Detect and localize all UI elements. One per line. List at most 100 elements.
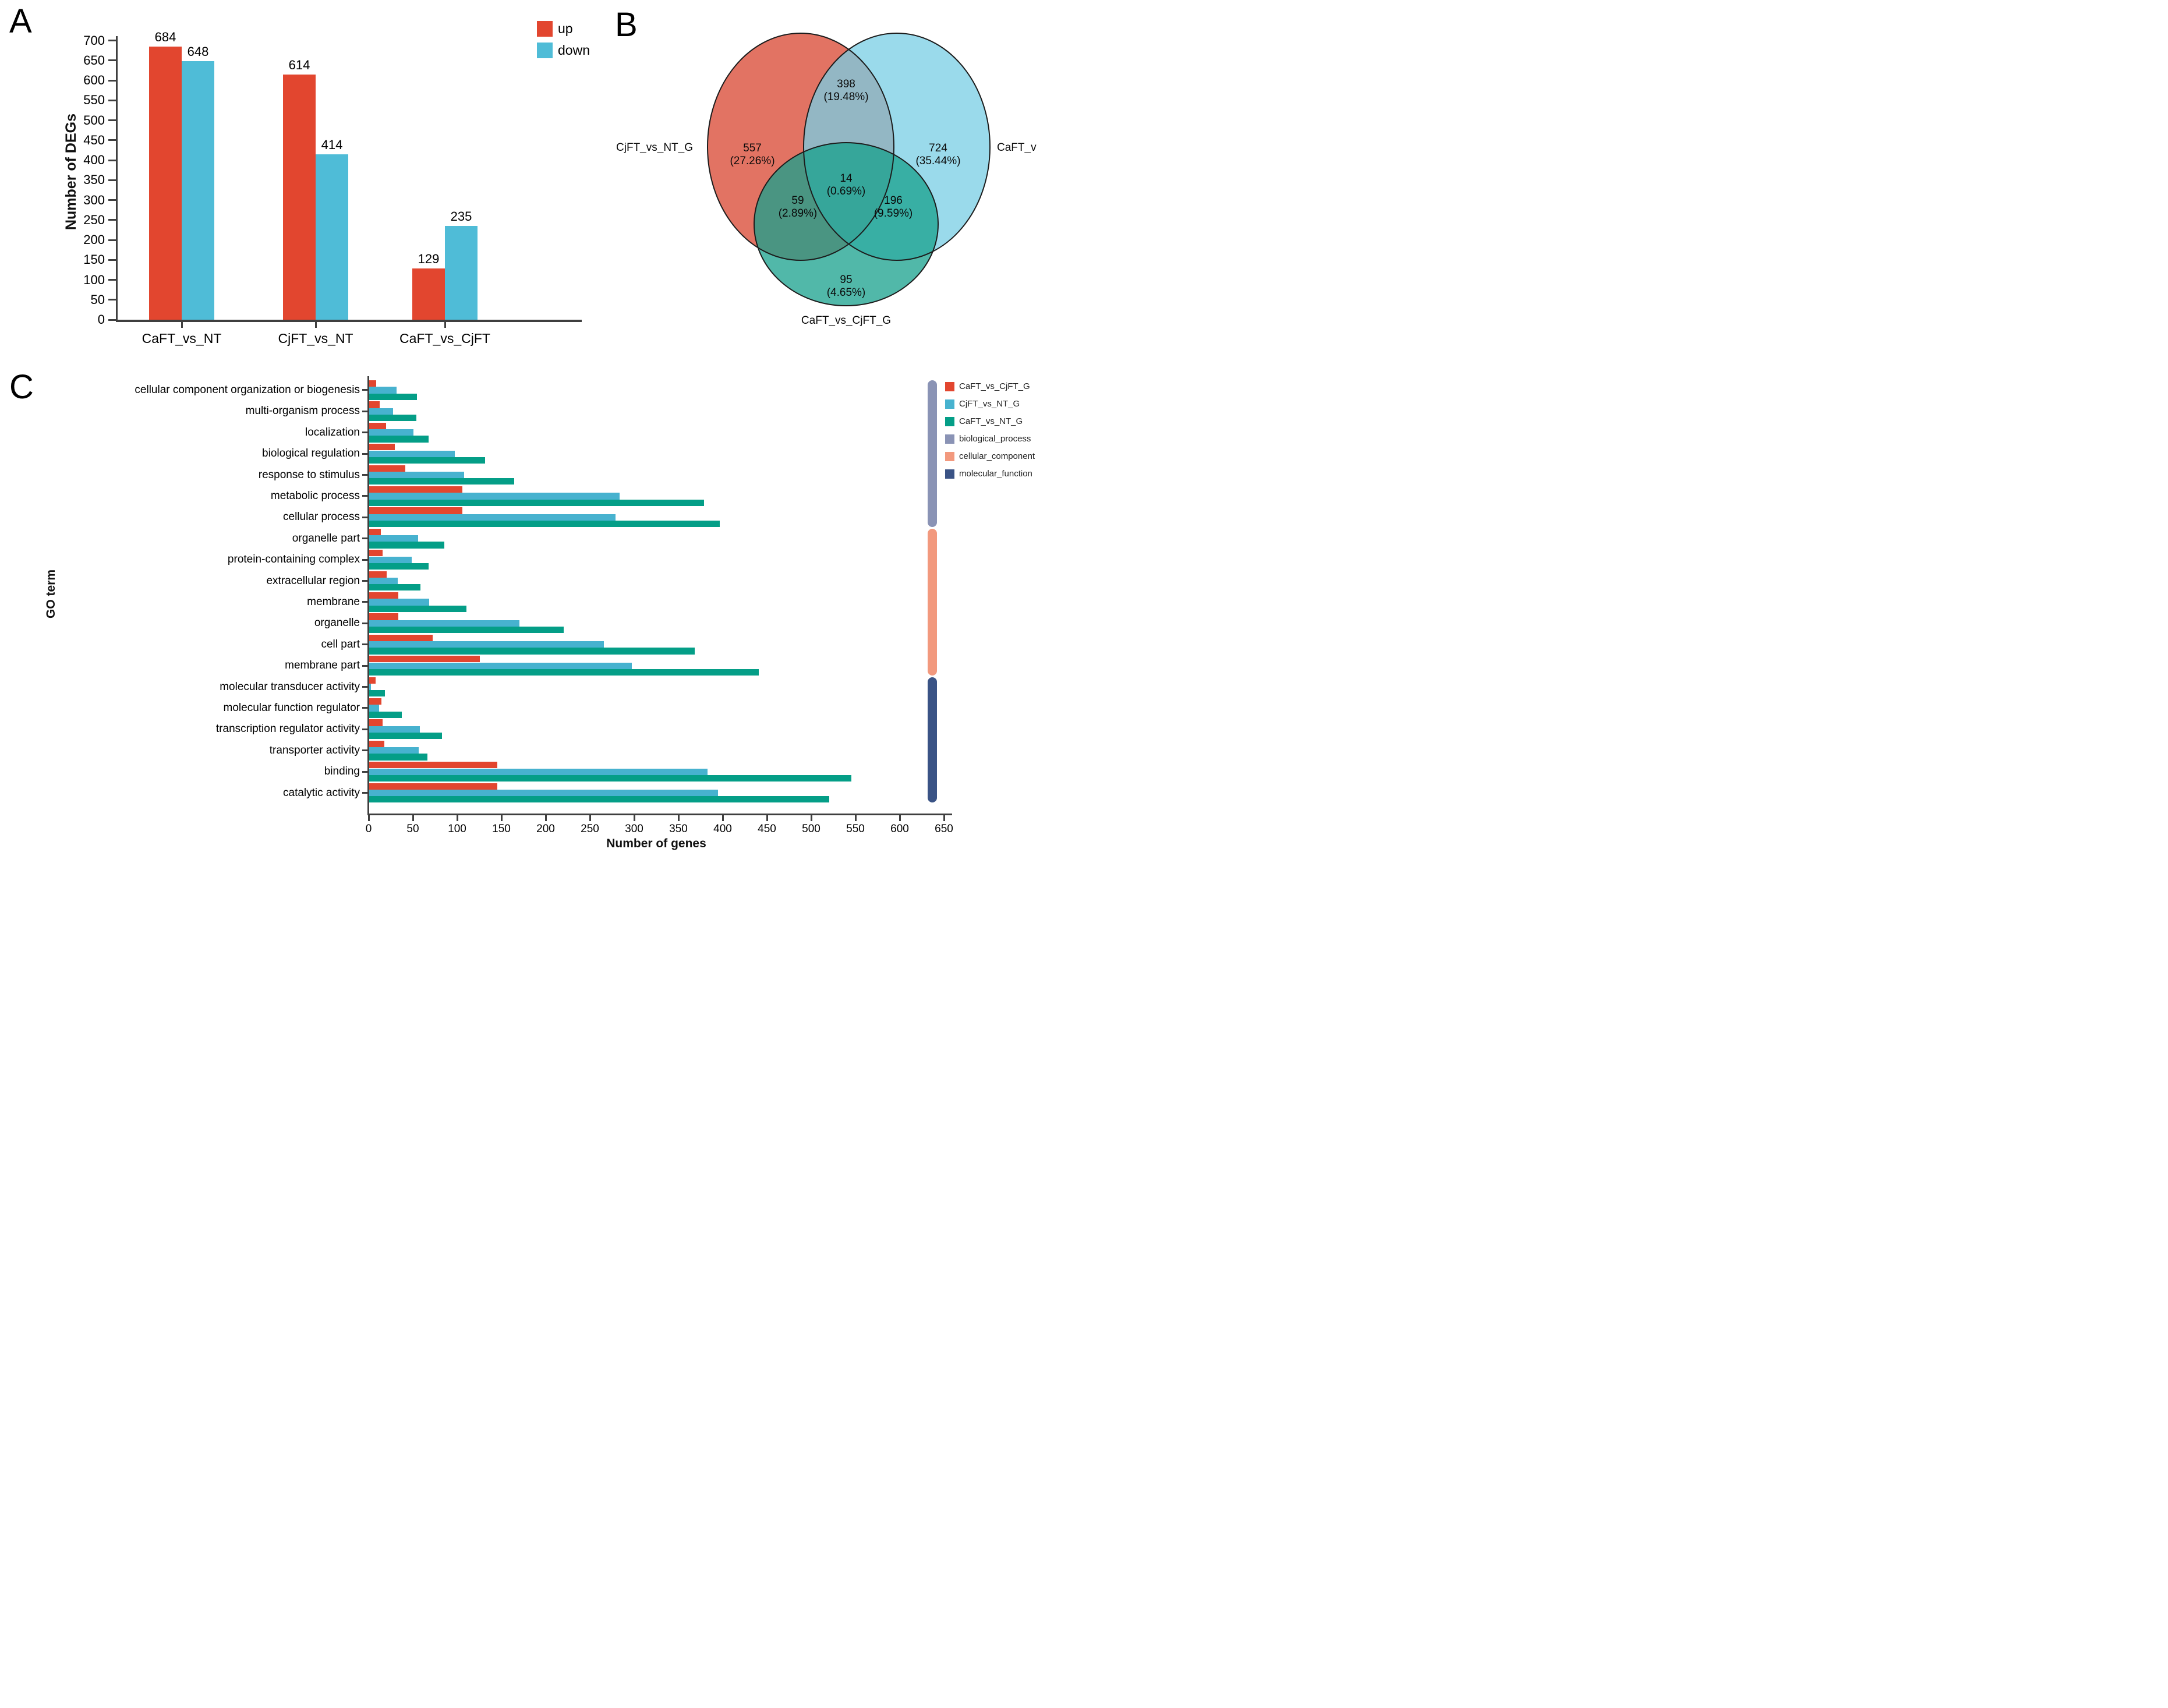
panel-c-bar-CjFT_vs_NT_G [369, 429, 413, 436]
panel-c-go-term-label: response to stimulus [258, 468, 360, 481]
panel-c-bar-CaFT_vs_CjFT_G [369, 783, 498, 790]
venn-set-labels: CjFT_vs_NT_G CaFT_vs_NT_G CaFT_vs_CjFT_G [616, 142, 1037, 327]
panel-c-category-bar-molecular_function [928, 677, 937, 802]
panel-a-y-tick-label: 600 [83, 73, 105, 87]
panel-c-go-term-label: transcription regulator activity [215, 723, 360, 735]
panel-c-legend-swatch [945, 382, 954, 391]
panel-c-y-axis-line [367, 376, 369, 814]
venn-set-label-bottom: CaFT_vs_CjFT_G [801, 314, 891, 327]
panel-c-bar-CaFT_vs_NT_G [369, 584, 421, 591]
panel-a-y-tick-label: 400 [83, 153, 105, 167]
panel-c-bar-CjFT_vs_NT_G [369, 556, 412, 563]
panel-c-bar-CaFT_vs_NT_G [369, 415, 416, 422]
panel-c-legend-swatch [945, 452, 954, 461]
panel-c-bar-CaFT_vs_NT_G [369, 563, 429, 570]
panel-c-legend-label: molecular_function [959, 469, 1032, 479]
panel-c-y-tick [362, 792, 367, 794]
panel-c-bar-CaFT_vs_NT_G [369, 754, 428, 761]
panel-c-bar-CaFT_vs_CjFT_G [369, 401, 380, 408]
panel-a-x-tick-label: CaFT_vs_CjFT [399, 331, 490, 346]
panel-c-bar-CaFT_vs_NT_G [369, 605, 467, 612]
panel-c-legend-label: biological_process [959, 434, 1031, 444]
panel-c-bar-CjFT_vs_NT_G [369, 493, 620, 500]
panel-c-bar-CjFT_vs_NT_G [369, 683, 372, 691]
panel-a-y-tick-label: 250 [83, 212, 105, 227]
panel-a-y-axis-line [116, 36, 118, 320]
panel-a-y-tick [108, 239, 116, 241]
venn-percent-center: (0.69%) [827, 185, 866, 197]
panel-c-y-tick [362, 389, 367, 391]
panel-c-bar-CaFT_vs_CjFT_G [369, 762, 498, 769]
venn-circles [707, 33, 991, 306]
panel-c-go-term-label: organelle [314, 617, 360, 630]
panel-c-x-tick-label: 550 [846, 823, 865, 835]
panel-c-bar-CaFT_vs_NT_G [369, 711, 402, 718]
panel-b-label: B [615, 6, 638, 44]
venn-set-label-right: CaFT_vs_NT_G [997, 142, 1037, 154]
panel-c-x-axis-line [367, 814, 952, 815]
panel-c-bar-CaFT_vs_CjFT_G [369, 719, 383, 726]
panel-a-x-tick-label: CaFT_vs_NT [142, 331, 222, 346]
panel-c-bar-CaFT_vs_NT_G [369, 669, 759, 676]
panel-a-y-tick [108, 199, 116, 201]
panel-c-y-tick [362, 452, 367, 455]
panel-c-y-tick [362, 643, 367, 646]
panel-a-bar-down [445, 226, 478, 320]
panel-c-x-tick-label: 400 [713, 823, 732, 835]
panel-c-bar-CaFT_vs_CjFT_G [369, 592, 399, 599]
panel-c-bar-CaFT_vs_NT_G [369, 796, 830, 803]
panel-c-bar-CjFT_vs_NT_G [369, 705, 379, 712]
panel-c-x-tick-label: 300 [625, 823, 643, 835]
panel-c-bar-CjFT_vs_NT_G [369, 577, 398, 585]
panel-c-go-term-label: catalytic activity [283, 786, 360, 799]
panel-a-x-tick-label: CjFT_vs_NT [278, 331, 353, 346]
panel-c-bar-CaFT_vs_NT_G [369, 542, 445, 549]
panel-c-y-tick [362, 601, 367, 603]
panel-c-x-tick [854, 815, 857, 821]
panel-a-x-axis-line [116, 320, 582, 322]
panel-a-y-tick [108, 179, 116, 181]
panel-a-bar-value: 414 [321, 137, 343, 153]
panel-c-go-term-label: cellular component organization or bioge… [135, 383, 360, 396]
panel-c-y-tick [362, 686, 367, 688]
panel-c-bar-CaFT_vs_NT_G [369, 733, 442, 740]
panel-c-x-tick [500, 815, 503, 821]
panel-c-bar-CaFT_vs_NT_G [369, 436, 429, 443]
panel-c-bar-CaFT_vs_CjFT_G [369, 698, 382, 705]
venn-percent-left-bottom: (2.89%) [779, 207, 818, 220]
panel-c-bar-CjFT_vs_NT_G [369, 747, 419, 754]
panel-c-x-tick-label: 0 [365, 823, 372, 835]
panel-c-bar-CaFT_vs_NT_G [369, 478, 515, 485]
panel-a-bar-up [412, 268, 445, 320]
panel-c-bar-CaFT_vs_CjFT_G [369, 465, 406, 472]
panel-a-y-tick [108, 319, 116, 321]
panel-c-go-term-label: localization [305, 426, 360, 439]
panel-c-bar-CaFT_vs_CjFT_G [369, 486, 462, 493]
panel-c-y-tick [362, 664, 367, 667]
panel-a-bar-down [316, 154, 348, 320]
panel-c-label: C [9, 368, 34, 406]
panel-c-bar-CaFT_vs_NT_G [369, 775, 852, 782]
panel-a-y-tick-label: 350 [83, 172, 105, 188]
panel-c-bar-CjFT_vs_NT_G [369, 450, 455, 457]
venn-outline-right [803, 33, 991, 261]
panel-c-go-term-label: biological regulation [262, 447, 360, 460]
panel-a-y-tick-label: 500 [83, 112, 105, 128]
panel-c-x-axis-title: Number of genes [606, 837, 706, 850]
panel-c-x-tick-label: 250 [581, 823, 599, 835]
panel-a-x-tick [444, 320, 446, 328]
panel-a-bar-up [283, 75, 316, 320]
panel-c-y-tick [362, 516, 367, 518]
legend-label-down: down [558, 43, 590, 58]
panel-a-y-tick-label: 100 [83, 272, 105, 287]
panel-a-y-tick [108, 79, 116, 82]
panel-c-go-term-label: membrane [307, 595, 360, 608]
panel-c-legend-label: CjFT_vs_NT_G [959, 399, 1020, 409]
panel-c-bar-CaFT_vs_CjFT_G [369, 550, 383, 557]
panel-c-bar-CaFT_vs_NT_G [369, 627, 564, 634]
panel-a-y-tick [108, 279, 116, 281]
panel-c-bar-CaFT_vs_CjFT_G [369, 507, 462, 514]
panel-c-go-term-label: cell part [321, 638, 360, 650]
panel-c-go-term-label: molecular function regulator [223, 701, 360, 714]
